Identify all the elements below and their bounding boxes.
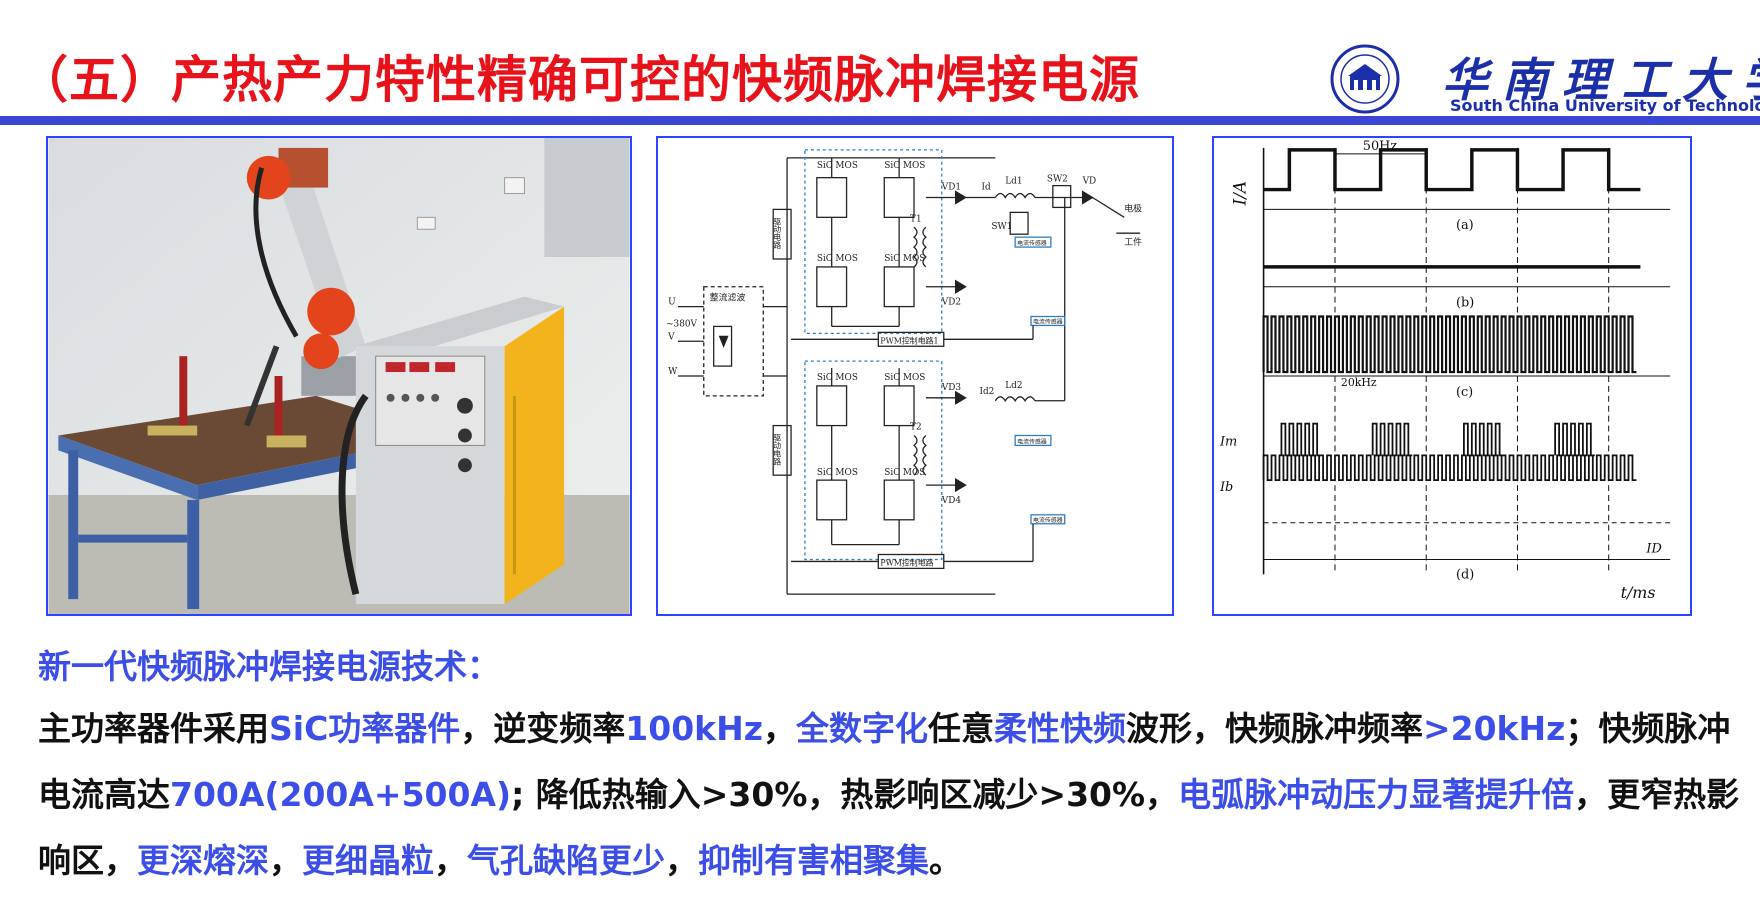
y-axis-label: I/A <box>1230 181 1250 207</box>
waveform-panel: 50Hz 20kHz I/A t/ms (a) (b) (c) (d) Im I… <box>1212 136 1692 616</box>
electrode-label: 电极 <box>1124 202 1142 214</box>
switch-label-1: SiC MOS <box>817 161 858 171</box>
highlighted-phrase: 电弧脉冲动压力显著提升倍 <box>1178 775 1575 814</box>
ib-label: Ib <box>1219 480 1233 495</box>
university-seal-icon <box>1330 44 1400 114</box>
switch-label-4: SiC MOS <box>884 254 925 264</box>
phase-w-label: W <box>668 367 678 377</box>
drive-label-top: 驱动电路 <box>773 217 782 249</box>
diode-vd4-label: VD4 <box>941 496 962 506</box>
id-label: ID <box>1645 542 1662 557</box>
sw1-label: SW1 <box>991 222 1012 232</box>
body-phrase: 波形，快频脉冲频率 <box>1125 709 1423 748</box>
waveform-d-pulses <box>1262 422 1637 482</box>
welding-robot-photo <box>46 136 632 616</box>
body-phrase: 任意 <box>927 709 994 748</box>
diode-vd3-label: VD3 <box>941 383 961 393</box>
highlighted-phrase: 更细晶粒 <box>302 841 434 880</box>
university-logo: 华南理工大学 South China University of Technol… <box>1330 44 1760 115</box>
highlighted-phrase: 全数字化 <box>795 709 928 748</box>
circuit-diagram-panel: SiC MOS SiC MOS SiC MOS SiC MOS SiC MOS … <box>656 136 1174 616</box>
highlighted-phrase: 抑制有害相聚集 <box>698 841 929 880</box>
body-phrase: ， <box>434 841 467 880</box>
phase-v-label: V <box>667 332 675 342</box>
body-phrase: ， <box>762 709 796 748</box>
highlighted-phrase: 柔性快频 <box>993 709 1126 748</box>
panel-a-label: (a) <box>1456 218 1474 233</box>
body-phrase: ，更窄热影响区， <box>38 775 1740 880</box>
body-phrase: ， <box>269 841 302 880</box>
freq-50hz-label: 50Hz <box>1363 139 1398 154</box>
body-phrase: ， <box>665 841 698 880</box>
switch-label-7: SiC MOS <box>817 468 858 478</box>
circuit-schematic: SiC MOS SiC MOS SiC MOS SiC MOS SiC MOS … <box>666 149 1142 595</box>
title-divider <box>0 116 1760 125</box>
drive-label-bottom: 驱动电路 <box>773 433 782 465</box>
diode-vd1-label: VD1 <box>941 183 961 193</box>
panel-d-label: (d) <box>1456 567 1474 582</box>
x-axis-label: t/ms <box>1621 583 1656 602</box>
body-phrase: ，逆变频率 <box>460 709 626 748</box>
highlighted-phrase: 100kHz <box>625 709 763 748</box>
switch-label-5: SiC MOS <box>817 373 858 383</box>
phase-u-label: U <box>668 298 676 308</box>
highlighted-phrase: SiC功率器件 <box>269 709 461 748</box>
sensor-label-1: 电流传感器 <box>1017 239 1047 247</box>
body-phrase: 。 <box>929 841 962 880</box>
university-name-en: South China University of Technology <box>1450 96 1760 115</box>
voltage-label: ~380V <box>666 319 697 329</box>
welding-robot-illustration <box>48 138 630 614</box>
panel-b-label: (b) <box>1456 296 1474 311</box>
section-heading: 新一代快频脉冲焊接电源技术： <box>38 647 500 686</box>
pwm-bottom-label: PWM控制电路 <box>880 557 933 567</box>
sensor-label-2: 电流传感器 <box>1017 437 1047 445</box>
workpiece-label: 工件 <box>1124 236 1142 248</box>
freq-20khz-label: 20kHz <box>1341 376 1377 389</box>
current-id2-label: Id2 <box>979 387 994 397</box>
pwm-top-label: PWM控制电路1 <box>880 335 938 345</box>
sensor-label-3: 电流传感器 <box>1033 317 1063 325</box>
highlighted-phrase: 700A(200A+500A) <box>170 775 512 814</box>
switch-label-6: SiC MOS <box>884 373 925 383</box>
inductor-ld1-label: Ld1 <box>1005 177 1022 187</box>
switch-label-8: SiC MOS <box>884 468 925 478</box>
waveform-c-pulses <box>1262 315 1637 374</box>
body-phrase: 主功率器件采用 <box>38 709 269 748</box>
switch-label-2: SiC MOS <box>884 161 925 171</box>
panel-c-label: (c) <box>1456 385 1473 400</box>
slide-title: （五）产热产力特性精确可控的快频脉冲焊接电源 <box>18 51 1140 109</box>
highlighted-phrase: >20kHz <box>1422 709 1566 748</box>
transformer-t2-label-visible: T2 <box>910 423 922 433</box>
highlighted-phrase: 气孔缺陷更少 <box>467 841 665 880</box>
sw2-label: SW2 <box>1047 175 1068 185</box>
transformer-t1-label: T1 <box>910 214 922 224</box>
rectifier-label: 整流滤波 <box>710 292 746 304</box>
im-label: Im <box>1219 434 1237 449</box>
university-name-cn: 华南理工大学 <box>1442 53 1760 107</box>
body-phrase: ；快频脉冲电流高达 <box>38 709 1731 814</box>
sensor-label-4: 电流传感器 <box>1033 516 1063 524</box>
vd-label: VD <box>1082 177 1097 187</box>
body-paragraph: 主功率器件采用SiC功率器件，逆变频率100kHz，全数字化任意柔性快频波形，快… <box>38 696 1750 894</box>
current-id-label: Id <box>981 183 991 193</box>
body-phrase: ; 降低热输入>30%，热影响区减少>30%， <box>511 775 1179 814</box>
waveform-diagram: 50Hz 20kHz I/A t/ms (a) (b) (c) (d) Im I… <box>1219 139 1671 602</box>
switch-label-3: SiC MOS <box>817 254 858 264</box>
diode-vd2-label: VD2 <box>941 298 961 308</box>
inductor-ld2-label: Ld2 <box>1005 381 1022 391</box>
highlighted-phrase: 更深熔深 <box>137 841 269 880</box>
